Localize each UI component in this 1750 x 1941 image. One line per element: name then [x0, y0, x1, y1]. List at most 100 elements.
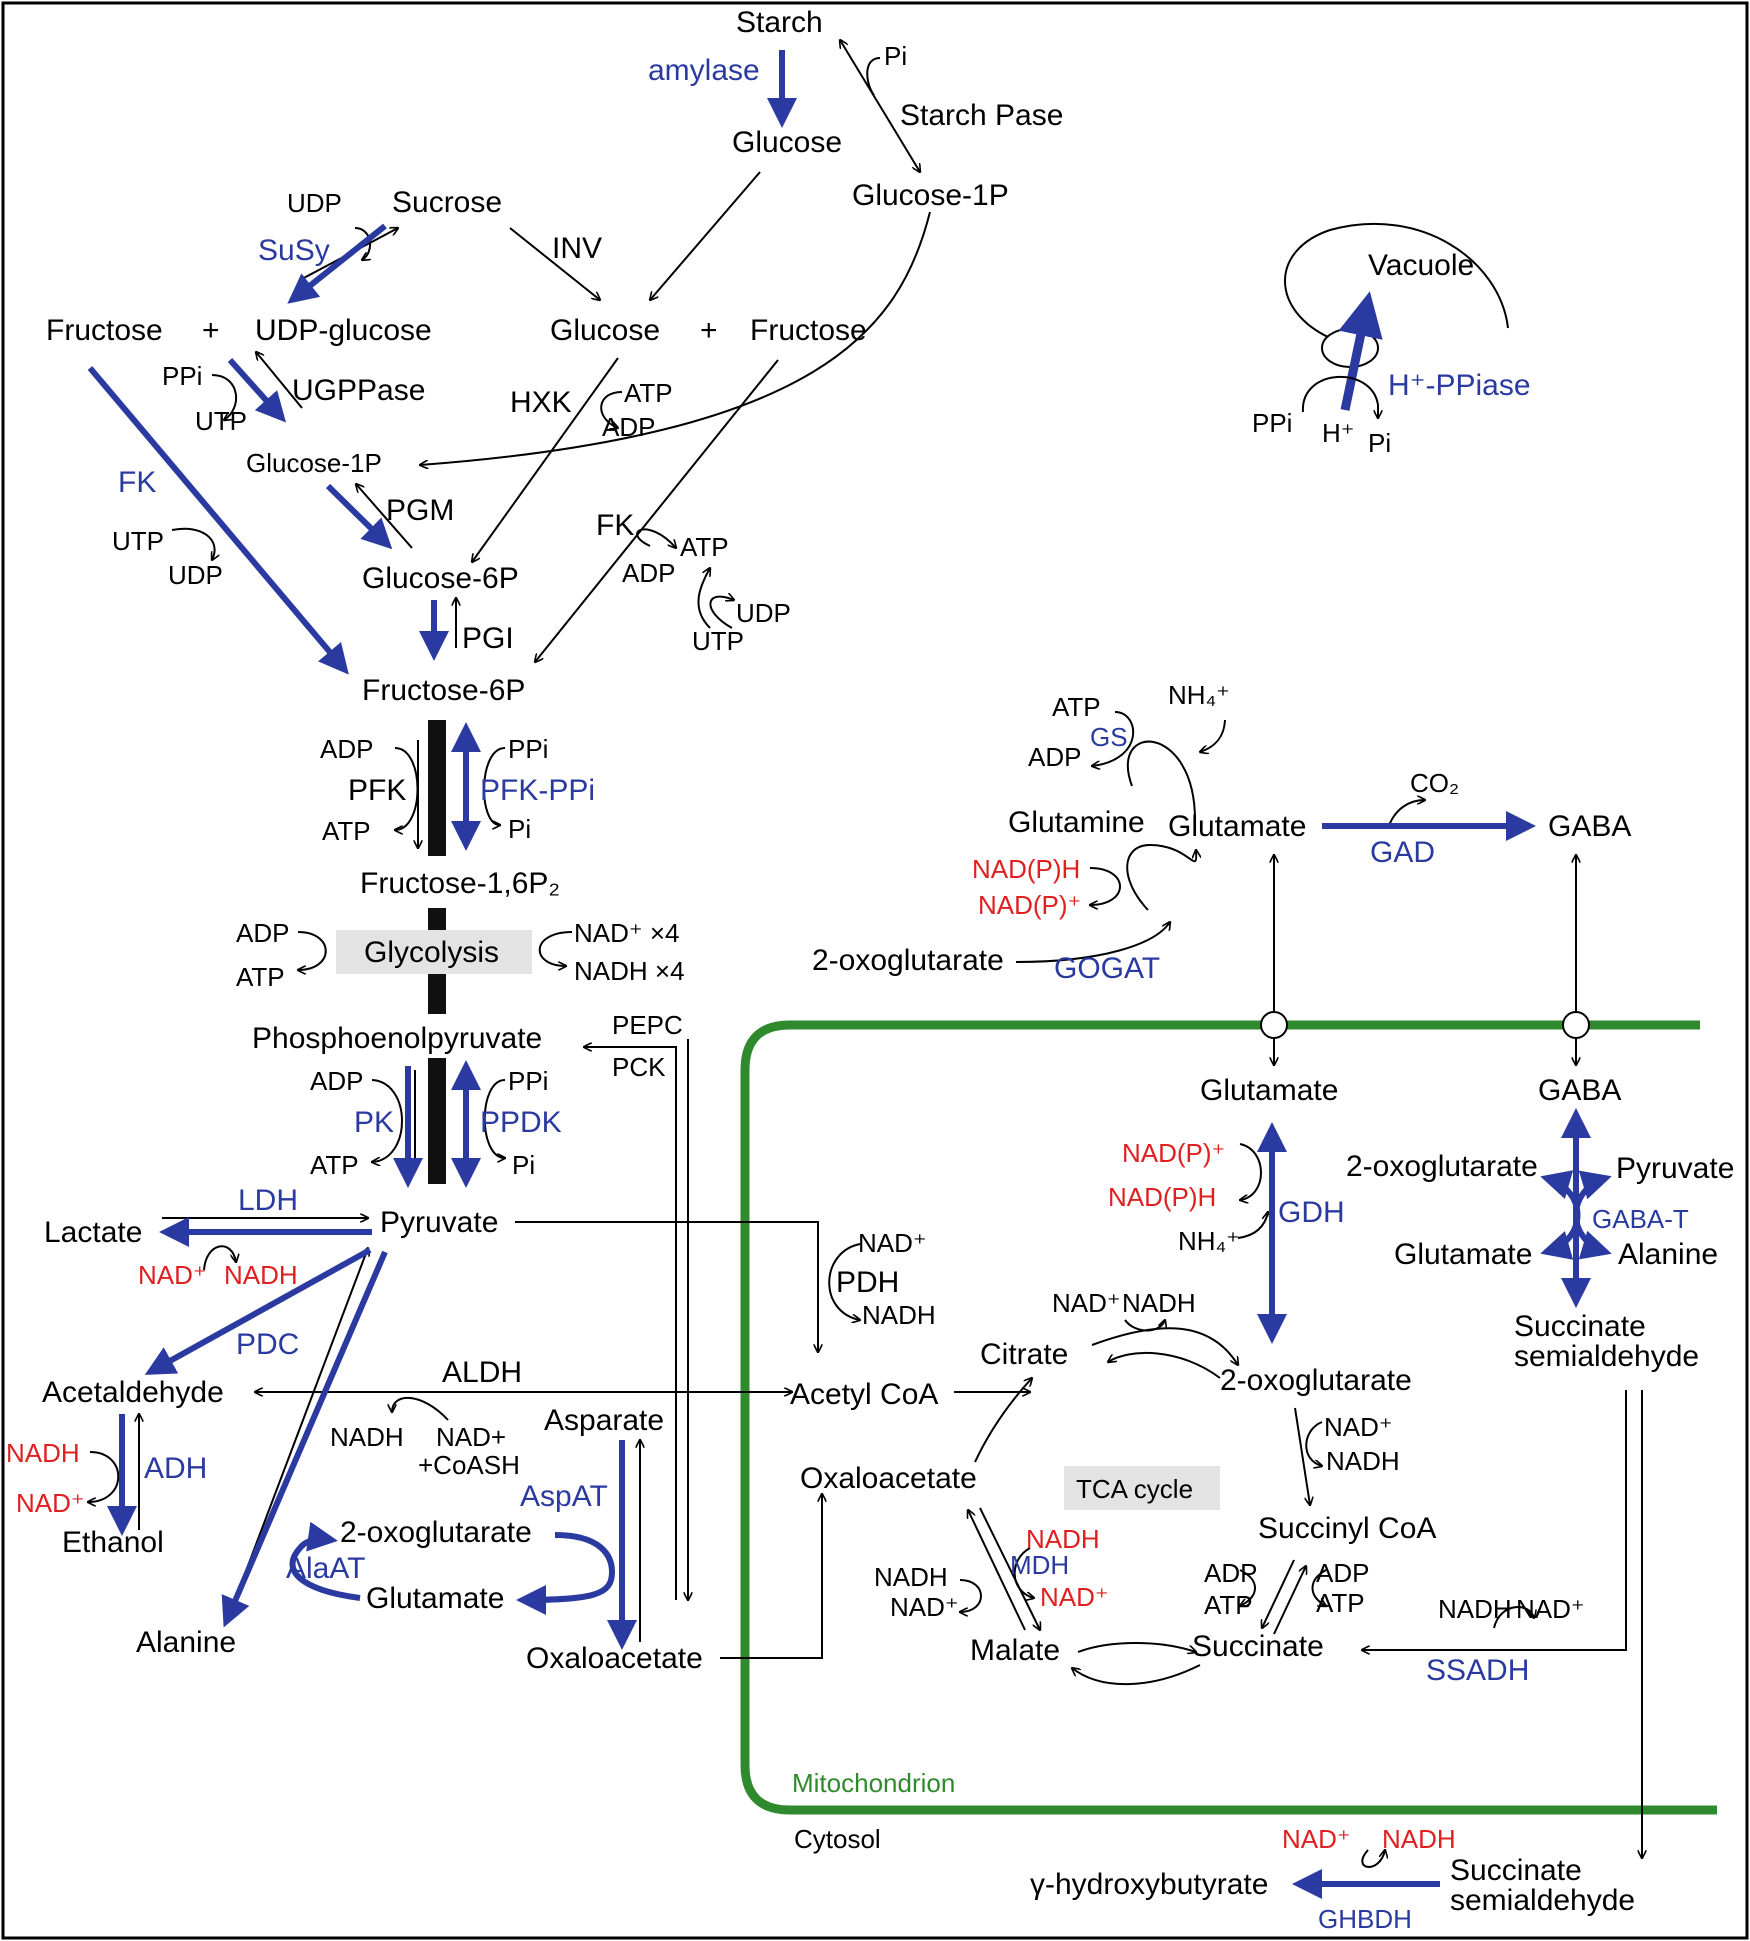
adp-scs-l-label: ADP — [1204, 1558, 1257, 1588]
gdh-nadp-curve — [1240, 1143, 1262, 1200]
udp-label-2: UDP — [168, 560, 223, 590]
vacuole-label: Vacuole — [1368, 249, 1474, 282]
nad-cs-label: NAD⁺ — [1052, 1288, 1121, 1318]
pyruvate-gabat-label: Pyruvate — [1616, 1152, 1734, 1185]
gs-nh4-curve — [1200, 719, 1226, 752]
ldh-nad-nadh-curve — [203, 1245, 236, 1271]
glycolysis-label: Glycolysis — [364, 936, 499, 969]
plus-label-2: + — [700, 314, 718, 347]
adp-hxk-label: ADP — [602, 412, 655, 442]
citrate-to-oxoglut-arrow — [1091, 1327, 1238, 1365]
pk-adp-atp-curve — [372, 1079, 403, 1162]
adp-fk-label: ADP — [622, 558, 675, 588]
fructose-left-label: Fructose — [46, 314, 163, 347]
ppi-label-1: PPi — [162, 361, 202, 391]
oxoglut-tca-label: 2-oxoglutarate — [1220, 1364, 1412, 1397]
mitochondrion-membrane — [740, 1020, 1717, 1815]
pfk-block-bar — [428, 720, 446, 856]
gaba-transporter — [1562, 1011, 1590, 1039]
cytosol-label: Cytosol — [794, 1824, 881, 1854]
h-ppiase-arrow — [1338, 291, 1383, 411]
pfk-adp-atp-curve — [395, 747, 419, 830]
pdh-label: PDH — [836, 1266, 899, 1299]
aldh-cofactor-curve — [392, 1397, 449, 1421]
pck-return-arrow — [584, 1047, 677, 1600]
nad-x4-label: NAD⁺ ×4 — [574, 918, 680, 948]
oaa-to-citrate-arrow — [974, 1378, 1032, 1463]
pdc-arrow — [144, 1247, 372, 1375]
mdh-label: MDH — [1010, 1550, 1069, 1580]
utp-label-1: UTP — [195, 406, 247, 436]
asparate-label: Asparate — [544, 1404, 664, 1437]
gabat-label: GABA-T — [1592, 1204, 1689, 1234]
glutamate-transporter — [1260, 1011, 1288, 1039]
alaat-label: AlaAT — [286, 1552, 365, 1585]
citrate-label: Citrate — [980, 1338, 1068, 1371]
mdh-to-malate-arrow — [979, 1507, 1040, 1630]
succ-semi-label-2: semialdehyde — [1514, 1340, 1699, 1373]
susy-arrow — [287, 223, 387, 304]
text-labels: Starch Pi amylase Starch Pase Glucose Gl… — [6, 6, 1734, 1934]
udp-glucose-label: UDP-glucose — [255, 314, 432, 347]
aldh-label: ALDH — [442, 1356, 522, 1389]
nh4-gdh-label: NH₄⁺ — [1178, 1226, 1240, 1256]
fk-left-label: FK — [118, 466, 156, 499]
coash-label: +CoASH — [418, 1450, 520, 1480]
succ-to-succcoa-arrow — [1273, 1566, 1306, 1635]
gdh-nh4-curve — [1237, 1212, 1268, 1239]
pyruvate-to-acetylcoa-arrow — [515, 1221, 818, 1352]
fructose-mid-label: Fructose — [750, 314, 867, 347]
succcoa-label: Succinyl CoA — [1258, 1512, 1436, 1545]
glucose-to-glucose-arrow — [650, 171, 761, 300]
fructose6p-label: Fructose-6P — [362, 674, 525, 707]
mdh-red-curve — [1013, 1547, 1034, 1598]
ghbdh-cofactor-curve — [1361, 1850, 1385, 1868]
hxk-label: HXK — [510, 386, 572, 419]
glutamate-gabat-label: Glutamate — [1394, 1238, 1532, 1271]
succ-semi-cyt-label-1: Succinate — [1450, 1854, 1582, 1887]
atp-gly-label: ATP — [236, 962, 285, 992]
gogat-label: GOGAT — [1054, 952, 1160, 985]
gaba-cyt-label: GABA — [1548, 810, 1631, 843]
vacuole-membrane — [1284, 222, 1509, 339]
glutamate-mito-label: Glutamate — [1200, 1074, 1338, 1107]
amylase-label: amylase — [648, 54, 760, 87]
pfk-label: PFK — [348, 774, 406, 807]
glutamate-alaat-label: Glutamate — [366, 1582, 504, 1615]
atp-scs-r-label: ATP — [1316, 1588, 1365, 1618]
nadh-pdh-label: NADH — [862, 1300, 936, 1330]
nadh-x4-label: NADH ×4 — [574, 956, 685, 986]
adp-gly-label: ADP — [236, 918, 289, 948]
acetylcoa-label: Acetyl CoA — [790, 1378, 938, 1411]
blue-arrows — [87, 50, 1612, 1899]
mdh-black-curve — [960, 1579, 982, 1612]
ppdk-ppi-pi-curve — [483, 1079, 505, 1158]
atp-pk-label: ATP — [310, 1150, 359, 1180]
tca-cycle-box — [1064, 1466, 1220, 1510]
starch-pase-arrow — [840, 40, 920, 172]
gogat-nadph-curve — [1090, 867, 1121, 905]
pi-vac-label: Pi — [1368, 428, 1391, 458]
nad-ssadh-label: NAD⁺ — [1516, 1594, 1585, 1624]
adp-pk-label: ADP — [310, 1066, 363, 1096]
glucose-top-label: Glucose — [732, 126, 842, 159]
ssadh-cofactor-curve — [1493, 1606, 1534, 1629]
acetaldehyde-label: Acetaldehyde — [42, 1376, 224, 1409]
glucose-to-g6p-arrow — [472, 357, 619, 562]
oaa-mito-label: Oxaloacetate — [800, 1462, 977, 1495]
oxoglut-alaat-label: 2-oxoglutarate — [340, 1516, 532, 1549]
atp-pfk-label: ATP — [322, 816, 371, 846]
ugppase-reverse-arrow — [256, 352, 303, 409]
fk-right-curve — [636, 528, 676, 548]
cs-nad-nadh-curve — [1124, 1320, 1165, 1332]
scs-right-curve — [1311, 1569, 1327, 1606]
pepc-label: PEPC — [612, 1010, 683, 1040]
ssadh-line — [1362, 1390, 1627, 1650]
pgm-reverse-arrow — [356, 484, 413, 549]
adh-nadh-nad-curve — [88, 1451, 120, 1502]
nh4-gs-label: NH₄⁺ — [1168, 680, 1230, 710]
inv-label: INV — [552, 232, 602, 265]
gogat-curve — [1015, 922, 1170, 963]
ppi-utp-curve — [211, 374, 238, 420]
nadh-kgdh-label: NADH — [1326, 1446, 1400, 1476]
